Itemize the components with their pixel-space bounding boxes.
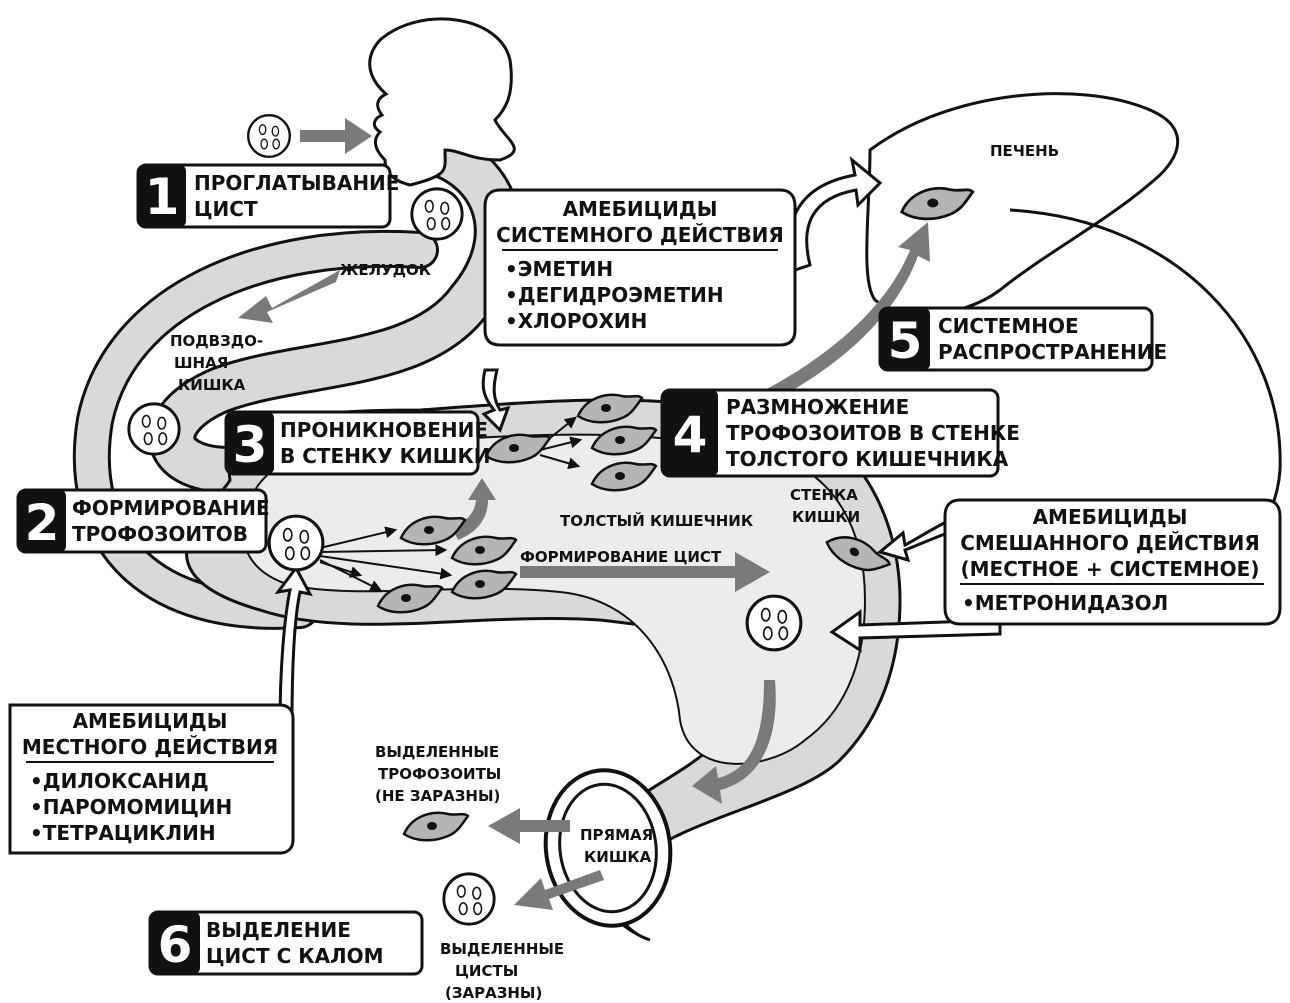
step-title: ВЫДЕЛЕНИЕ: [206, 918, 351, 942]
drug-item: •ПАРОМОМИЦИН: [30, 795, 232, 819]
cyst-icon: [267, 514, 325, 572]
step-6: 6 ВЫДЕЛЕНИЕ ЦИСТ С КАЛОМ: [148, 910, 424, 976]
step-title: ЦИСТ: [194, 197, 258, 221]
step-title: РАСПРОСТРАНЕНИЕ: [938, 340, 1167, 364]
drug-item: •МЕТРОНИДАЗОЛ: [962, 591, 1168, 615]
drug-heading: АМЕБИЦИДЫ: [73, 709, 228, 733]
drug-heading: (МЕСТНОЕ + СИСТЕМНОЕ): [961, 557, 1260, 581]
ileum-label: ПОДВЗДО-: [170, 332, 263, 350]
step-title: ТОЛСТОГО КИШЕЧНИКА: [726, 447, 1009, 471]
rectum-label: КИШКА: [584, 848, 652, 866]
trophozoite-icon: [402, 811, 470, 842]
step-5: 5 СИСТЕМНОЕ РАСПРОСТРАНЕНИЕ: [878, 306, 1167, 372]
arrow-spread-to-liver: [765, 222, 930, 400]
drug-heading: АМЕБИЦИДЫ: [563, 197, 718, 221]
step-number: 1: [145, 168, 180, 226]
drug-item: •ДИЛОКСАНИД: [30, 769, 209, 793]
excreted-cyst-label: (ЗАРАЗНЫ): [445, 984, 542, 1002]
wall-label: КИШКИ: [792, 508, 860, 526]
step-title: ФОРМИРОВАНИЕ: [72, 496, 270, 520]
step-number: 3: [233, 416, 268, 474]
step-2: 2 ФОРМИРОВАНИЕ ТРОФОЗОИТОВ: [16, 488, 270, 554]
arrow-to-rectum: [692, 680, 776, 804]
liver-label: ПЕЧЕНЬ: [990, 142, 1059, 160]
drug-item: •ХЛОРОХИН: [505, 309, 647, 333]
arrow-stomach-down: [238, 270, 340, 323]
arrow-mixed-wall: [876, 517, 958, 563]
step-title: РАЗМНОЖЕНИЕ: [726, 395, 909, 419]
drug-heading: МЕСТНОГО ДЕЙСТВИЯ: [22, 735, 278, 759]
colon-label: ТОЛСТЫЙ КИШЕЧНИК: [560, 511, 754, 530]
arrow-cyst-formation: [520, 552, 770, 592]
step-title: В СТЕНКУ КИШКИ: [280, 444, 491, 468]
ileum-label: КИШКА: [178, 376, 246, 394]
arrow-excrete-troph: [488, 808, 570, 844]
step-title: ТРОФОЗОИТОВ: [72, 522, 248, 546]
step-1: 1 ПРОГЛАТЫВАНИЕ ЦИСТ: [136, 163, 399, 229]
step-title: СИСТЕМНОЕ: [938, 314, 1079, 338]
cyst-formation-label: ФОРМИРОВАНИЕ ЦИСТ: [520, 548, 722, 566]
drug-item: •ЭМЕТИН: [505, 257, 613, 281]
liver-outline: [865, 92, 1179, 316]
flow-arrows: [238, 118, 930, 910]
arrow-systemic-gut: [481, 368, 511, 433]
human-head-outline: [368, 17, 516, 187]
excreted-troph-label: ВЫДЕЛЕННЫЕ: [375, 743, 499, 761]
arrow-local-drug: [274, 565, 313, 727]
stomach-label: ЖЕЛУДОК: [340, 261, 432, 279]
drug-heading: АМЕБИЦИДЫ: [1033, 505, 1188, 529]
step-title: ТРОФОЗОИТОВ В СТЕНКЕ: [726, 421, 1020, 445]
excreted-troph-label: ТРОФОЗОИТЫ: [378, 765, 501, 783]
cyst-icon: [745, 594, 803, 652]
cyst-icon: [410, 187, 464, 241]
wall-label: СТЕНКА: [790, 486, 858, 504]
step-number: 2: [25, 494, 60, 552]
drug-box-local: АМЕБИЦИДЫ МЕСТНОГО ДЕЙСТВИЯ •ДИЛОКСАНИД …: [8, 703, 295, 855]
cyst-icon: [442, 872, 496, 926]
step-number: 6: [158, 916, 193, 974]
step-title: ПРОГЛАТЫВАНИЕ: [194, 171, 399, 195]
multiply-arrows: [319, 416, 583, 592]
cyst-icon: [127, 402, 181, 456]
step-number: 5: [888, 312, 923, 370]
step-3: 3 ПРОНИКНОВЕНИЕ В СТЕНКУ КИШКИ: [224, 410, 491, 476]
arrow-excrete-cyst: [514, 870, 604, 910]
step-title: ПРОНИКНОВЕНИЕ: [280, 418, 488, 442]
drug-box-systemic: АМЕБИЦИДЫ СИСТЕМНОГО ДЕЙСТВИЯ •ЭМЕТИН •Д…: [483, 188, 797, 347]
cyst-icon: [246, 113, 291, 159]
drug-box-mixed: АМЕБИЦИДЫ СМЕШАННОГО ДЕЙСТВИЯ (МЕСТНОЕ +…: [943, 498, 1282, 626]
drug-item: •ДЕГИДРОЭМЕТИН: [505, 283, 724, 307]
drug-heading: СМЕШАННОГО ДЕЙСТВИЯ: [960, 531, 1260, 555]
ileum-label: ШНАЯ: [174, 354, 228, 372]
excreted-cyst-label: ВЫДЕЛЕННЫЕ: [440, 940, 564, 958]
step-title: ЦИСТ С КАЛОМ: [206, 944, 384, 968]
rectum-label: ПРЯМАЯ: [580, 826, 653, 844]
step-4: 4 РАЗМНОЖЕНИЕ ТРОФОЗОИТОВ В СТЕНКЕ ТОЛСТ…: [660, 388, 1020, 478]
excreted-troph-label: (НЕ ЗАРАЗНЫ): [375, 787, 500, 805]
arrow-cyst-to-mouth: [300, 118, 372, 154]
drug-item: •ТЕТРАЦИКЛИН: [30, 821, 216, 845]
drug-heading: СИСТЕМНОГО ДЕЙСТВИЯ: [496, 223, 784, 247]
excreted-cyst-label: ЦИСТЫ: [455, 962, 518, 980]
step-number: 4: [673, 406, 708, 464]
